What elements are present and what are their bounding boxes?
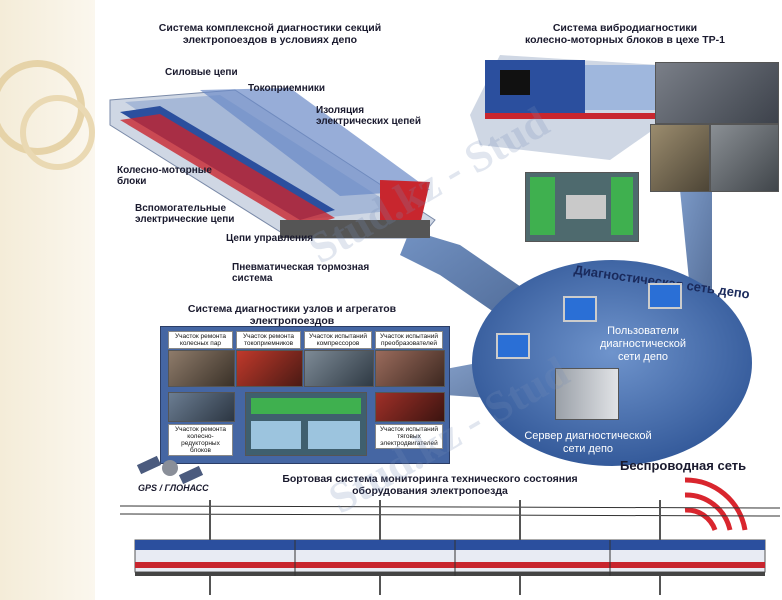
vibro-title: Система вибродиагностики колесно-моторны… — [525, 22, 725, 46]
decor-ring-bottom — [20, 95, 95, 170]
monitor-icon-3 — [496, 333, 530, 359]
network-cloud — [472, 260, 752, 466]
units-monitor-screen — [245, 392, 367, 456]
wheelset-photo-1 — [655, 62, 779, 124]
wireless-signal-icon — [684, 477, 748, 531]
cell-compressors: Участок испытаний компрессоров — [304, 331, 372, 349]
label-aux-circuits: Вспомогательные электрические цепи — [135, 203, 235, 225]
onboard-title: Бортовая система мониторинга техническог… — [282, 473, 578, 497]
label-control-circuits: Цепи управления — [226, 233, 314, 244]
train-illustration — [120, 500, 780, 595]
unit-photo-3 — [304, 350, 374, 387]
server-icon — [555, 368, 619, 420]
cell-traction-motors: Участок испытаний тяговых электродвигате… — [375, 424, 443, 449]
vibro-monitor-screen — [525, 172, 639, 242]
depot-hangar-illustration — [109, 88, 436, 239]
cell-wheel-gear-blocks: Участок ремонта колесно-редукторных блок… — [168, 424, 233, 456]
train-car-illustration — [470, 55, 660, 160]
cell-pantographs: Участок ремонта токоприемников — [236, 331, 301, 349]
units-title: Система диагностики узлов и агрегатов эл… — [187, 303, 397, 327]
label-insulation: Изоляция электрических цепей — [316, 105, 421, 127]
network-server-label: Сервер диагностической сети депо — [524, 430, 652, 455]
label-brake-system: Пневматическая тормозная система — [232, 262, 370, 284]
unit-photo-2 — [236, 350, 303, 387]
depot-title: Система комплексной диагностики секций э… — [158, 22, 382, 46]
cell-wheelsets: Участок ремонта колесных пар — [168, 331, 233, 349]
wheelset-photo-3 — [710, 124, 779, 192]
label-power-circuits: Силовые цепи — [165, 67, 238, 78]
label-wheel-motor-blocks: Колесно-моторные блоки — [117, 165, 212, 187]
unit-photo-5 — [168, 392, 235, 422]
satellite-icon — [136, 455, 204, 485]
wireless-label: Беспроводная сеть — [620, 458, 747, 473]
cell-converters: Участок испытаний преобразователей — [375, 331, 443, 349]
unit-photo-1 — [168, 350, 235, 387]
label-pantographs: Токоприемники — [248, 83, 326, 94]
gps-label: GPS / ГЛОНАСС — [138, 483, 209, 493]
monitor-icon-2 — [648, 283, 682, 309]
wheelset-photo-2 — [650, 124, 710, 192]
network-users-label: Пользователи диагностической сети депо — [599, 325, 687, 363]
unit-photo-6 — [375, 392, 445, 422]
unit-photo-4 — [375, 350, 445, 387]
monitor-icon-1 — [563, 296, 597, 322]
